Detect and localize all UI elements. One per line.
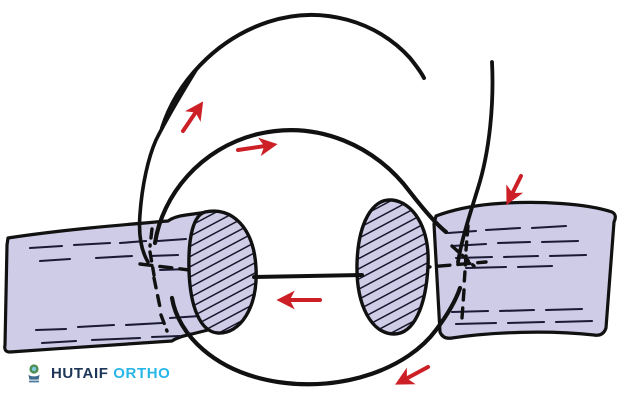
left-tendon-fibers <box>28 237 202 345</box>
arrow-up-left-strand <box>181 101 204 133</box>
outer-loop-right-strand <box>456 60 495 264</box>
left-tendon-stump <box>3 210 218 354</box>
left-buried-suture <box>138 227 208 333</box>
right-cut-surface-ellipse <box>355 198 430 336</box>
inner-suture-loop <box>152 128 449 246</box>
left-cut-surface-ellipse <box>187 209 258 335</box>
right-cut-surface <box>355 198 430 336</box>
right-tendon-fibers <box>446 224 594 326</box>
central-suture-bridge <box>252 273 364 279</box>
outer-loop-left-strand <box>137 68 198 264</box>
right-tendon-stump <box>416 200 617 340</box>
outer-suture-loop <box>160 13 426 130</box>
arrow-down-right-strand <box>506 174 524 206</box>
arrow-right-inner-loop <box>236 137 278 157</box>
bottom-suture-loop <box>169 285 463 387</box>
left-cut-surface <box>187 209 258 335</box>
arrow-down-bottom-loop <box>395 365 430 385</box>
direction-arrows <box>181 101 524 385</box>
right-tendon-body <box>432 200 617 340</box>
